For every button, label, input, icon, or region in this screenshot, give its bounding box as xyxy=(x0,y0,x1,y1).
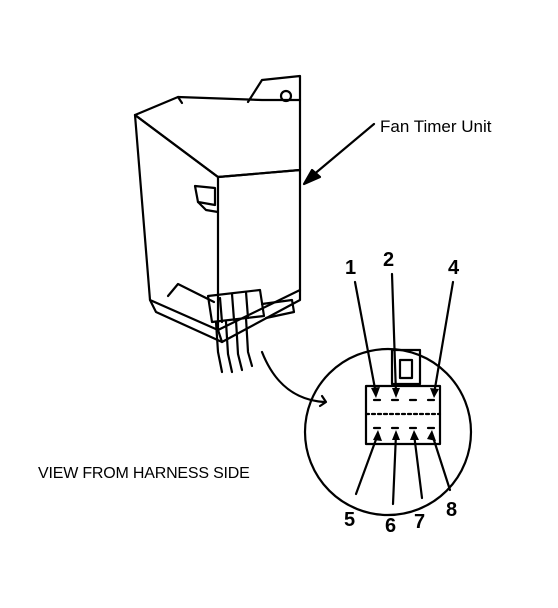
magnify-leader xyxy=(260,350,326,404)
view-caption: VIEW FROM HARNESS SIDE xyxy=(38,465,250,482)
connector-housing xyxy=(364,384,442,446)
pin-label-2: 2 xyxy=(383,249,395,271)
pin-leaders xyxy=(353,272,455,506)
pin-label-6: 6 xyxy=(385,515,397,537)
unit-connector xyxy=(206,288,266,324)
pin-label-8: 8 xyxy=(446,499,458,521)
connector-face xyxy=(364,348,442,446)
pin-arrowheads xyxy=(371,387,439,441)
unit-side-face xyxy=(216,168,302,332)
wire-harness xyxy=(214,316,254,374)
mounting-tab xyxy=(246,74,302,104)
connector-lock-tab xyxy=(390,348,422,386)
pin-label-5: 5 xyxy=(344,509,356,531)
fan-timer-unit xyxy=(133,74,302,374)
latch-clip xyxy=(193,184,217,207)
unit-callout-arrow xyxy=(302,122,376,186)
fan-timer-unit-label: Fan Timer Unit xyxy=(380,117,492,136)
pin-label-1: 1 xyxy=(345,257,357,279)
zoom-circle xyxy=(303,347,473,517)
pin-label-4: 4 xyxy=(448,257,460,279)
pin-label-7: 7 xyxy=(414,511,426,533)
unit-top-face xyxy=(133,95,302,179)
